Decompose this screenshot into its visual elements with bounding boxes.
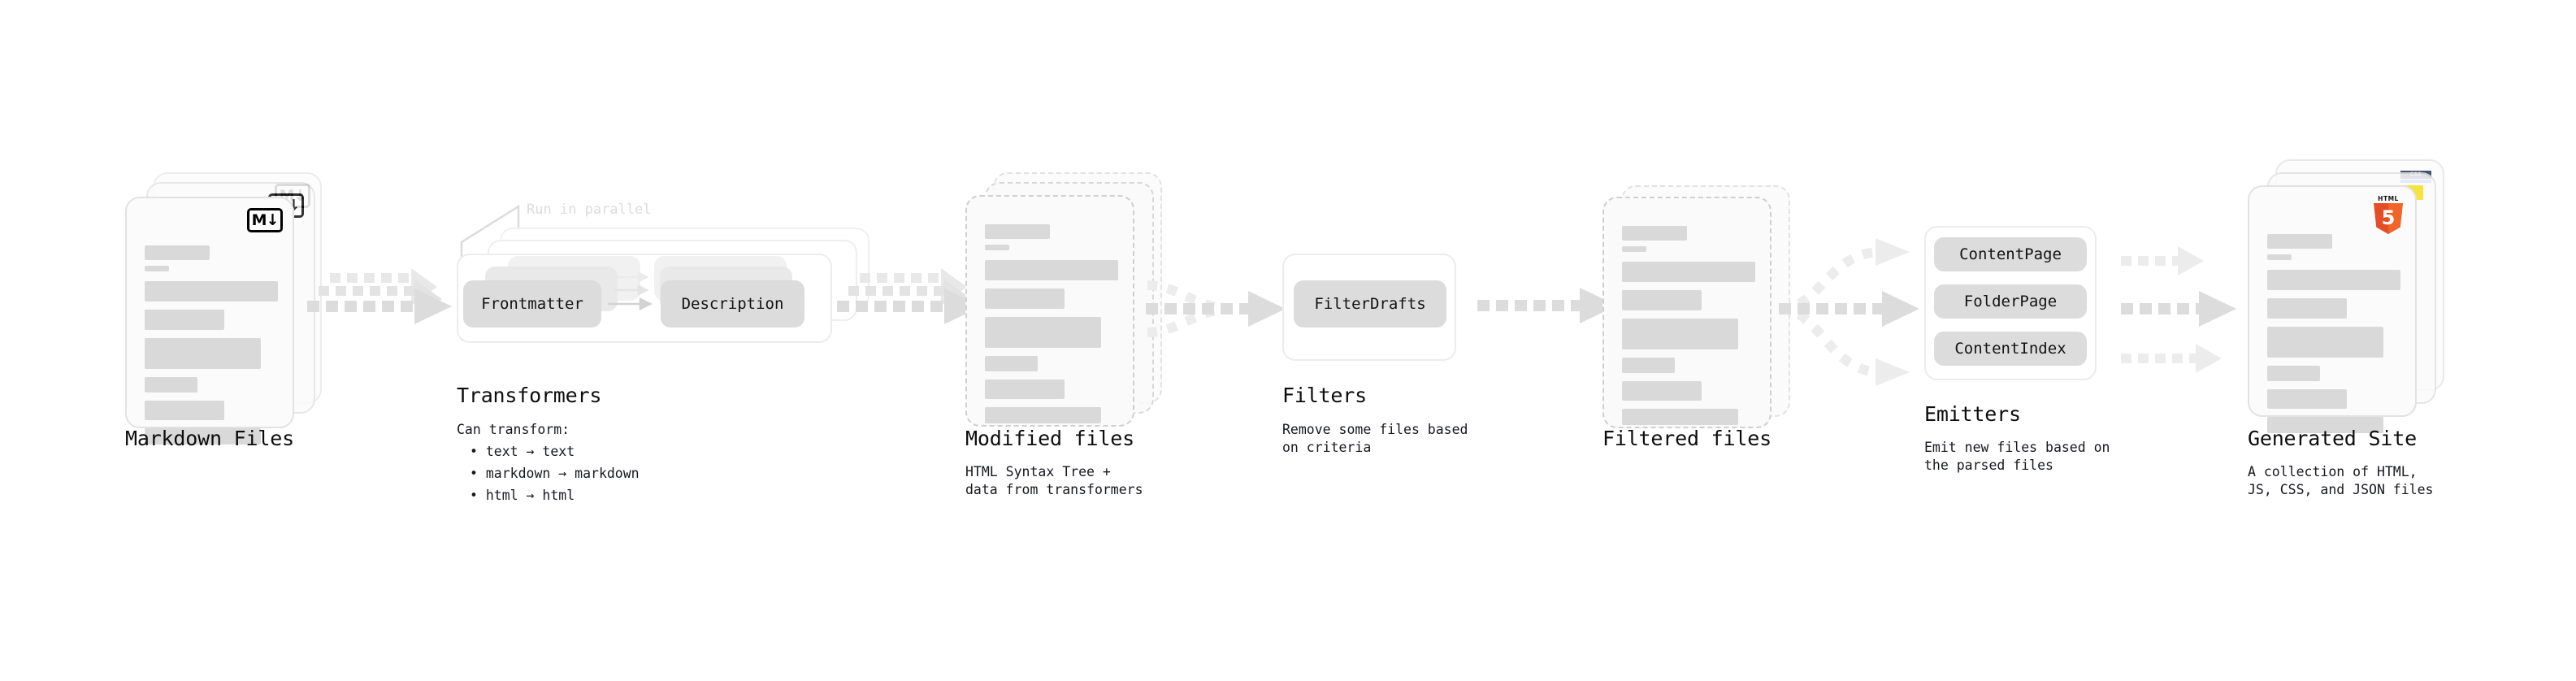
- html5-icon: HTML 5: [2371, 195, 2405, 234]
- file-content-placeholder: [2267, 234, 2400, 439]
- connector-filters-to-filtered: [1477, 288, 1617, 323]
- emitter-chip-folderpage[interactable]: FolderPage: [1934, 284, 2087, 319]
- generated-site-desc-1: JS, CSS, and JSON files: [2248, 482, 2434, 497]
- transformers-desc-heading: Can transform:: [457, 422, 570, 437]
- connector-modified-to-filters: [1146, 280, 1286, 337]
- connector-emitters-to-generated: [2121, 246, 2236, 373]
- emitters-label: Emitters: [1924, 402, 2021, 426]
- file-content-placeholder: [145, 245, 278, 450]
- generated-site-label: Generated Site: [2248, 427, 2417, 450]
- file-content-placeholder: [1622, 226, 1755, 431]
- modified-file-card-front: [965, 195, 1134, 427]
- transformers-bullet-2: • html → html: [470, 488, 575, 503]
- modified-files-desc-1: data from transformers: [965, 482, 1143, 497]
- run-in-parallel-bracket: [460, 204, 520, 257]
- run-in-parallel-label: Run in parallel: [527, 202, 652, 218]
- emitters-desc-1: the parsed files: [1924, 458, 2053, 473]
- transformers-bullet-0: • text → text: [470, 444, 575, 459]
- filters-desc-1: on criteria: [1282, 440, 1372, 455]
- connector-markdown-to-transformers: [307, 268, 452, 324]
- generated-file-card-html: HTML 5: [2248, 185, 2417, 433]
- transformer-chip-frontmatter[interactable]: Frontmatter: [463, 280, 601, 327]
- filters-label: Filters: [1282, 384, 1367, 407]
- filters-desc-0: Remove some files based: [1282, 422, 1468, 437]
- transformers-bullet-1: • markdown → markdown: [470, 466, 640, 481]
- transformers-label: Transformers: [457, 384, 602, 407]
- markdown-icon: M↓: [247, 208, 283, 232]
- emitter-chip-contentindex[interactable]: ContentIndex: [1934, 332, 2087, 366]
- filter-chip-filterdrafts[interactable]: FilterDrafts: [1294, 280, 1446, 327]
- markdown-file-card-front: M↓: [125, 197, 294, 445]
- filtered-file-card-front: [1602, 197, 1772, 428]
- file-content-placeholder: [985, 224, 1118, 429]
- filtered-files-label: Filtered files: [1602, 427, 1772, 450]
- transformer-internal-arrows: [608, 271, 653, 311]
- transformer-chip-description[interactable]: Description: [661, 280, 804, 327]
- generated-site-desc-0: A collection of HTML,: [2248, 464, 2418, 479]
- emitter-chip-contentpage[interactable]: ContentPage: [1934, 237, 2087, 271]
- modified-files-label: Modified files: [965, 427, 1134, 450]
- markdown-files-label: Markdown Files: [125, 427, 294, 450]
- modified-files-desc-0: HTML Syntax Tree +: [965, 464, 1111, 479]
- emitters-desc-0: Emit new files based on: [1924, 440, 2110, 455]
- connector-transformers-to-modified: [837, 268, 982, 324]
- connector-filtered-to-emitters: [1779, 238, 1919, 386]
